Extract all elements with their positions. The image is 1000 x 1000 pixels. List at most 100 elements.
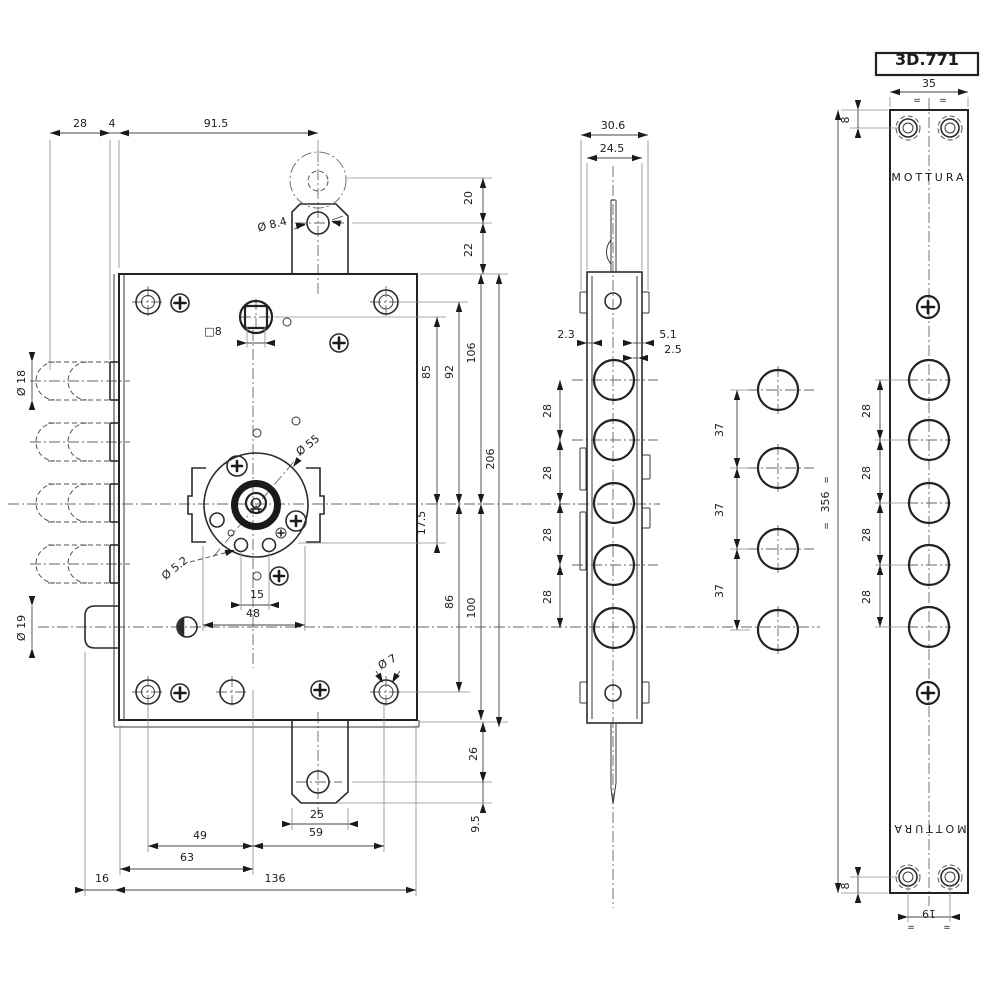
dimension-arrow — [28, 352, 36, 362]
drawing-circle — [209, 512, 225, 528]
dim-strike-pitch-2: 37 — [713, 503, 726, 517]
drawing-circle — [250, 497, 262, 509]
side-ear — [579, 291, 588, 314]
dim-side-pitch-4: 28 — [541, 590, 554, 604]
dimension-arrow — [243, 865, 253, 873]
faceplate-phillips — [915, 680, 941, 706]
drawing-line — [331, 215, 344, 221]
side-lever — [641, 507, 651, 529]
dimension-arrow — [265, 339, 275, 347]
strike-hole — [756, 527, 800, 571]
dimension-arrow — [253, 842, 263, 850]
spindle-square-hole — [243, 304, 269, 330]
brand-top: MOTTURA — [891, 171, 966, 184]
dimension-arrow — [455, 682, 463, 692]
drawing-circle — [291, 416, 301, 426]
top-rod-hook — [606, 239, 612, 265]
dimension-arrow — [115, 886, 125, 894]
strike-hole — [756, 368, 800, 412]
dim-tab-height: 22 — [462, 243, 475, 257]
follower-hole — [176, 616, 198, 638]
dim-body-height: 206 — [484, 449, 497, 470]
dim-faceplate-pitch-2: 28 — [860, 466, 873, 480]
dim-top-to-center: 106 — [465, 343, 478, 364]
leader-arrow — [295, 222, 306, 230]
ring-screw — [285, 510, 307, 532]
dim-faceplate-pitch-1: 28 — [860, 404, 873, 418]
model-badge-label: 3D.771 — [895, 50, 959, 69]
ring-screw — [226, 455, 248, 477]
dim-side-pitch-2: 28 — [541, 466, 554, 480]
dim-faceplate-screw-bottom: 8 — [839, 883, 852, 890]
dimension-arrow — [406, 886, 416, 894]
dim-faceplate-pitch-4: 28 — [860, 590, 873, 604]
dimension-arrow — [231, 601, 241, 609]
faceplate-outline — [889, 109, 969, 894]
tab-swung-position — [289, 151, 347, 209]
leader-arrow-cylinder — [293, 457, 302, 467]
dim-faceplate-width: 35 — [922, 77, 936, 90]
dim-strike-pitch-3: 37 — [713, 584, 726, 598]
strike-hole — [756, 446, 800, 490]
side-bolt-hole — [592, 606, 636, 650]
dim-bottom-tab-hole: 26 — [467, 747, 480, 761]
dim-corner-hole-dia: Ø 7 — [376, 652, 399, 673]
dim-cylinder-dia: Ø 55 — [294, 432, 323, 458]
top-tab-hole — [306, 211, 330, 235]
drawing-path — [35, 422, 56, 462]
dim-centerline-to-hole: 59 — [309, 826, 323, 839]
dim-hole-to-centerline: 49 — [193, 829, 207, 842]
drawing-circle — [378, 684, 394, 700]
drawing-path — [35, 544, 56, 584]
model-badge-box — [874, 51, 980, 77]
drawing-circle — [282, 317, 292, 327]
dimension-arrow — [876, 565, 884, 575]
dimension-arrow — [433, 494, 441, 504]
side-bolt-hole — [592, 543, 636, 587]
dimension-arrow — [577, 339, 587, 347]
dimension-arrow — [834, 110, 842, 120]
faceplate-bolt-hole — [907, 418, 951, 462]
dim-hole-to-center: 92 — [443, 365, 456, 379]
tiny-screw — [275, 527, 287, 539]
dimension-arrow — [876, 555, 884, 565]
dim-screw-hole-dia: Ø 5.2 — [159, 554, 190, 583]
drawing-path — [67, 544, 88, 584]
dimension-arrow — [479, 772, 487, 782]
faceplate-bolt-hole — [907, 358, 951, 402]
dimension-arrow — [890, 88, 900, 96]
dimension-arrow — [479, 223, 487, 233]
dimension-arrow — [479, 722, 487, 732]
drawing-circle — [944, 871, 956, 883]
dimension-arrow — [269, 601, 279, 609]
dimension-arrow — [733, 390, 741, 400]
dimension-arrow — [733, 458, 741, 468]
dim-edge-to-tab: 91.5 — [204, 117, 229, 130]
dimension-arrow — [638, 131, 648, 139]
faceplate-screw — [898, 118, 918, 138]
dim-side-pitch-3: 28 — [541, 528, 554, 542]
leader-arrow-hole — [224, 549, 235, 556]
side-bottom-hole — [604, 684, 622, 702]
drawing-circle — [233, 537, 249, 553]
drawing-circle — [135, 289, 161, 315]
left-fixing-lug — [187, 467, 206, 543]
dim-faceplate-screw-span: 19 — [922, 907, 936, 920]
drawing-path — [67, 361, 88, 401]
dimension-arrow — [28, 596, 36, 606]
phillips-screw — [310, 680, 330, 700]
eq-mark-3: = — [907, 923, 915, 933]
dimension-arrow — [374, 842, 384, 850]
dimension-arrow — [898, 913, 908, 921]
cylinder-collar — [231, 480, 281, 530]
dimension-arrow — [433, 317, 441, 327]
side-bolt-hole — [592, 358, 636, 402]
dim-tab-hole-dia: Ø 8.4 — [256, 215, 288, 235]
eq-mark-6: = — [822, 522, 832, 530]
phillips-screw — [170, 293, 190, 313]
dimension-arrow — [477, 274, 485, 284]
eq-mark-4: = — [943, 923, 951, 933]
dimension-arrow — [556, 380, 564, 390]
dimension-arrow — [623, 354, 633, 362]
